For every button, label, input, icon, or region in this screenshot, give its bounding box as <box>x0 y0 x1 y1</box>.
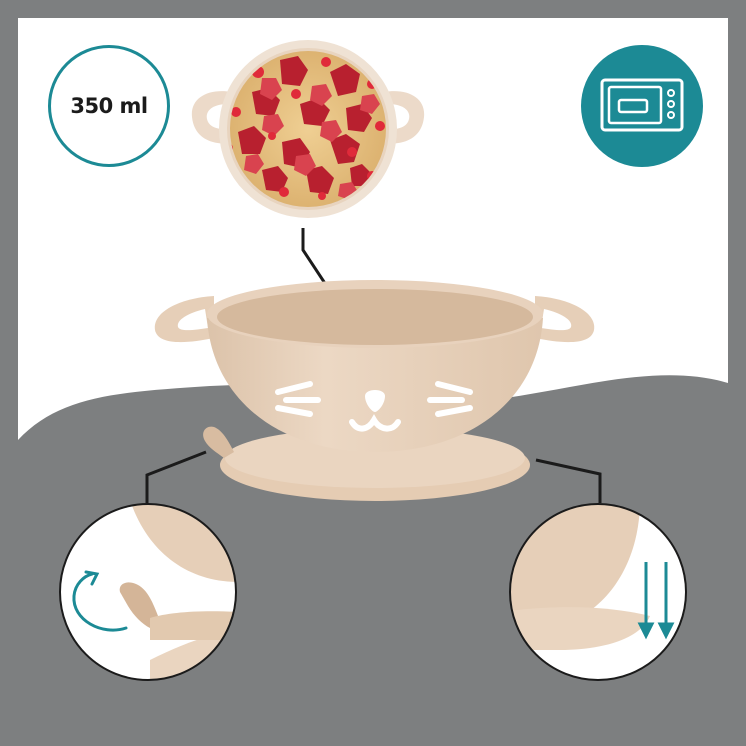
microwave-icon <box>600 78 684 132</box>
rotate-arrow-icon <box>72 570 128 632</box>
microwave-safe-badge <box>581 45 703 167</box>
release-tab <box>203 426 234 458</box>
food-bowl-top-view <box>191 40 425 218</box>
connector-lines <box>145 228 602 503</box>
cat-nose <box>365 390 385 412</box>
cat-face <box>275 381 473 432</box>
press-down-arrows-icon <box>637 562 675 640</box>
berries <box>230 56 385 200</box>
capacity-badge: 350 ml <box>48 45 170 167</box>
detail-suction-press <box>509 503 687 681</box>
main-bowl <box>154 280 595 501</box>
capacity-label: 350 ml <box>70 94 148 118</box>
detail-release-tab <box>59 503 237 681</box>
